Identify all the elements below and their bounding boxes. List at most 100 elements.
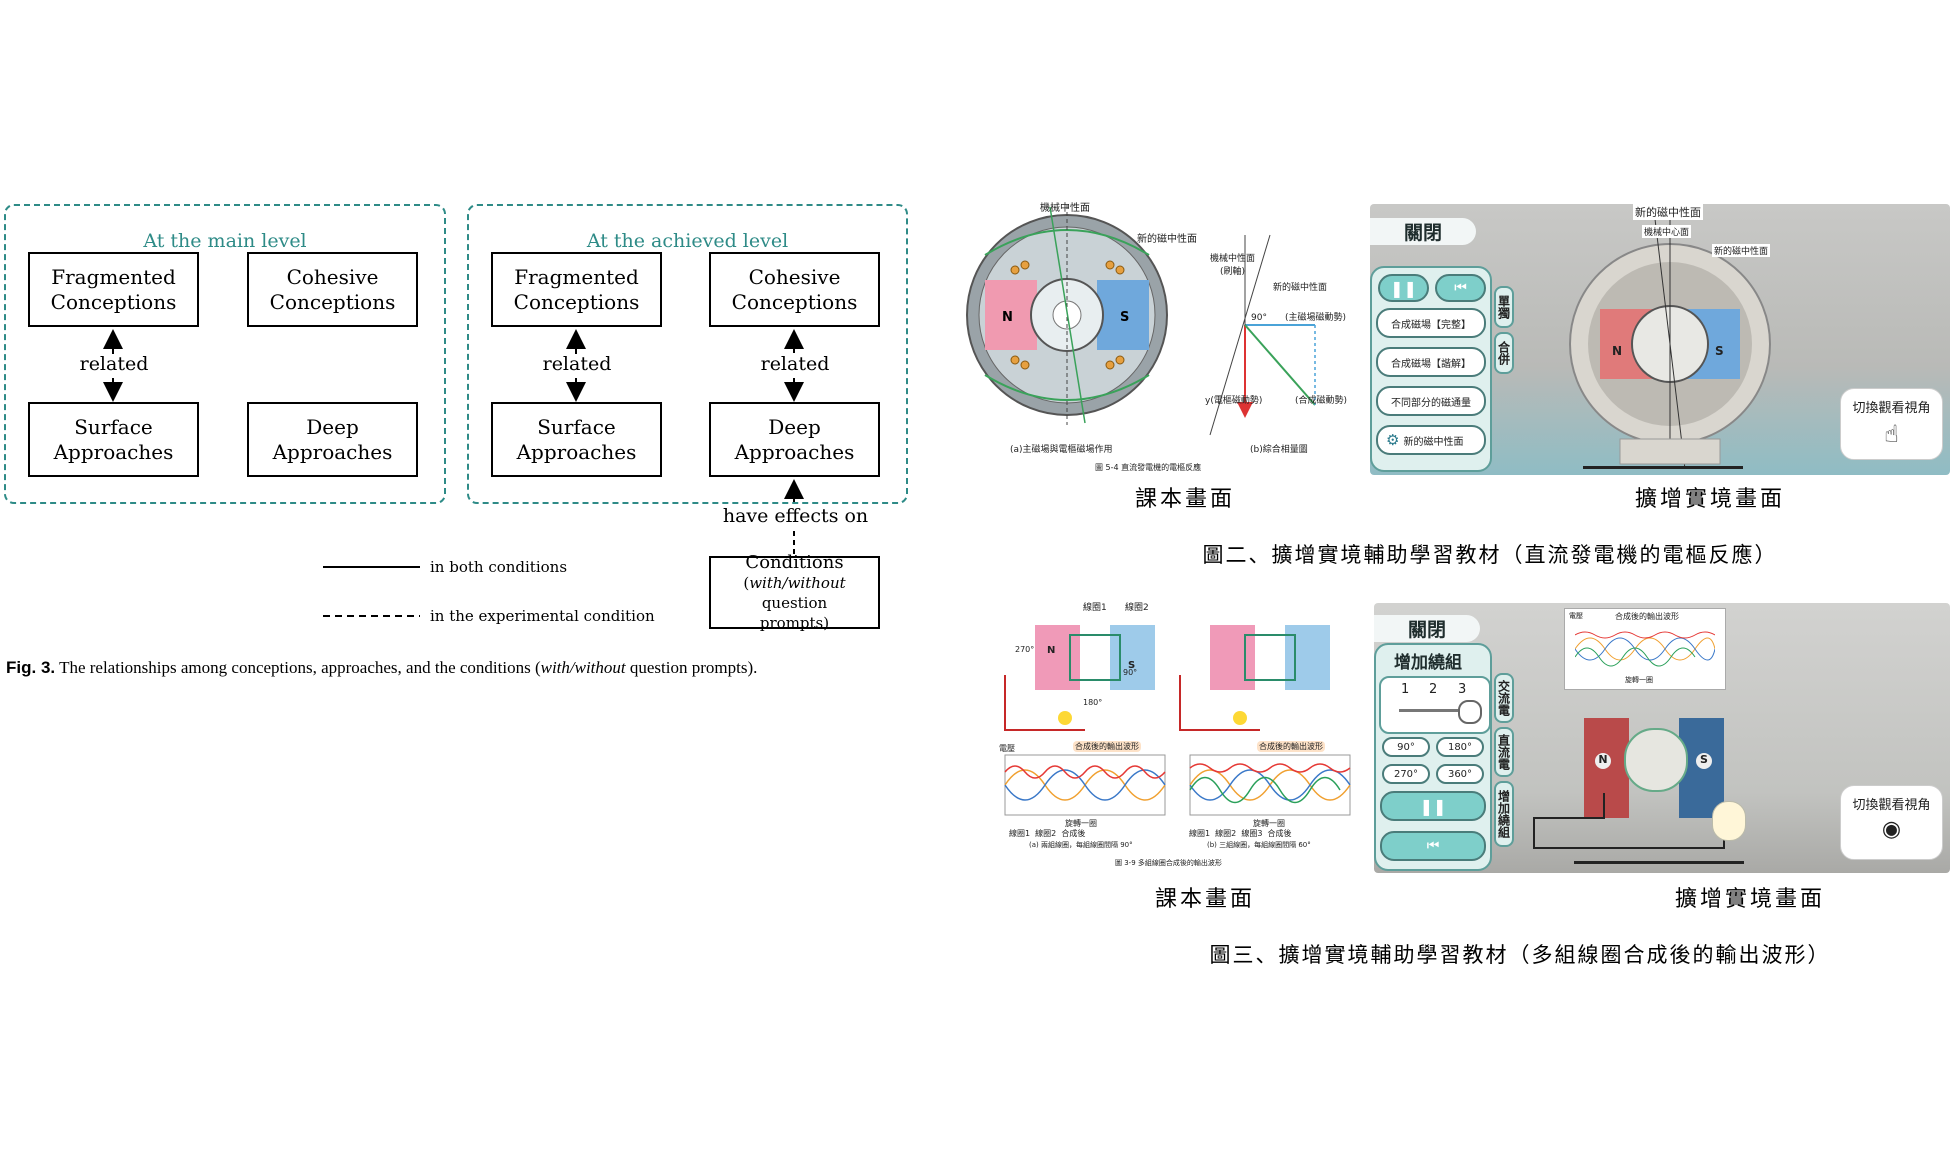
ar-generator-model <box>1569 214 1771 470</box>
textbook-new-plane-label: 新的磁中性面 <box>1137 234 1197 245</box>
coil1-label: 線圈1 <box>1083 603 1107 613</box>
angle-360-button[interactable]: 360° <box>1436 764 1484 784</box>
phasor-angle-label: 90° <box>1251 313 1267 323</box>
ar-tab-single[interactable]: 單獨 <box>1494 286 1514 328</box>
ar3-rewind-button[interactable]: ⏮ <box>1380 831 1486 861</box>
board-axis-label: 電壓 <box>1569 612 1583 620</box>
angle-180-button[interactable]: 180° <box>1436 737 1484 757</box>
camera-icon: ◉ <box>1881 817 1902 842</box>
figure3-textbook-image: 線圈1 線圈2 N S 90° 180° 270° 電壓 合成後的輸出波形 合成… <box>995 600 1370 875</box>
legend-b: 線圈1 線圈2 線圈3 合成後 <box>1189 829 1292 838</box>
angle-270-label: 270° <box>1015 645 1035 654</box>
legend-dashed-label: in the experimental condition <box>430 607 655 625</box>
pause-icon: ❚❚ <box>1419 796 1447 816</box>
ar-composite-partial-button[interactable]: 合成磁場【諧解】 <box>1376 347 1486 377</box>
textbook-top-label: 機械中性面 <box>1040 203 1090 214</box>
angle-90-label: 90° <box>1123 668 1138 677</box>
ar-view-switch-button[interactable]: 切換觀看視角 ☝ <box>1840 388 1943 460</box>
ar-close-button[interactable]: 關閉 <box>1370 218 1476 245</box>
ar-pole-n-label: N <box>1595 753 1611 769</box>
ar3-tab-add[interactable]: 增加繞組 <box>1494 781 1514 847</box>
board-title: 合成後的輸出波形 <box>1615 612 1679 621</box>
achieved-related-right-label: related <box>745 353 845 375</box>
slider-label-3: 3 <box>1458 682 1467 697</box>
ar-tab-combined[interactable]: 合併 <box>1494 332 1514 374</box>
winding-slider-handle[interactable] <box>1458 700 1482 724</box>
diagram-arrows <box>103 329 804 617</box>
rotation-label-b: 旋轉一圈 <box>1253 819 1285 828</box>
rewind-icon: ⏮ <box>1426 838 1440 854</box>
ar-pole-s-label: S <box>1696 753 1712 769</box>
textbook-sub-b: (b)綜合相量圖 <box>1250 445 1308 455</box>
ar-home-bar-3 <box>1574 861 1744 864</box>
ar-pause-button[interactable]: ❚❚ <box>1378 274 1429 302</box>
rewind-icon: ⏮ <box>1454 280 1467 296</box>
slider-label-1: 1 <box>1401 682 1410 697</box>
main-level-panel: At the main level <box>4 204 446 504</box>
hand-pointer-icon: ☝ <box>1884 420 1899 448</box>
ar-new-plane-label: 新的磁中性面 <box>1712 244 1771 257</box>
achieved-surface-approaches-box: Surface Approaches <box>491 402 662 477</box>
angle-90-button[interactable]: 90° <box>1382 737 1430 757</box>
figure3-textbook-label: 課本畫面 <box>1154 887 1255 912</box>
conditions-subtitle-end: prompts) <box>759 613 830 632</box>
multi-coil-illustration <box>1004 625 1351 816</box>
ar3-tab-dc[interactable]: 直流電 <box>1494 727 1514 777</box>
ar3-tab-ac[interactable]: 交流電 <box>1494 673 1514 723</box>
achieved-cohesive-conceptions-box: Cohesive Conceptions <box>709 252 880 327</box>
ar-rewind-button[interactable]: ⏮ <box>1435 274 1486 302</box>
main-level-title: At the main level <box>143 230 307 252</box>
legend-a: 線圈1 線圈2 合成後 <box>1009 829 1086 838</box>
sub-a: (a) 兩組線圈，每組線圈間隔 90° <box>1029 841 1133 849</box>
achieved-level-panel: At the achieved level <box>467 204 908 504</box>
ar-flux-button[interactable]: 不同部分的磁通量 <box>1376 386 1486 416</box>
waveform-label-b: 合成後的輸出波形 <box>1257 741 1325 752</box>
angle-270-button[interactable]: 270° <box>1382 764 1430 784</box>
ar-composite-full-button[interactable]: 合成磁場【完整】 <box>1376 308 1486 338</box>
voltage-label: 電壓 <box>999 744 1015 753</box>
phasor-new-plane-label: 新的磁中性面 <box>1273 283 1328 293</box>
angle-180-label: 180° <box>1083 698 1103 707</box>
main-fragmented-conceptions-box: Fragmented Conceptions <box>28 252 199 327</box>
main-related-label: related <box>64 353 164 375</box>
board-rotation-label: 旋轉一圈 <box>1625 676 1653 684</box>
figure2-ar-label: 擴增實境畫面 <box>1634 487 1785 512</box>
ar-new-plane-button[interactable]: ⚙ 新的磁中性面 <box>1376 425 1486 455</box>
figure2-textbook-image: N S 機械中性面 新的磁中性面 機械中性面 (刷軸) 新的磁中性面 (主磁場磁… <box>955 195 1360 480</box>
figure2-textbook-label: 課本畫面 <box>1134 487 1235 512</box>
ar3-view-switch-label: 切換觀看視角 <box>1852 798 1931 813</box>
ar-center-label: 機械中心面 <box>1642 225 1692 238</box>
textbook-sub-a: (a)主磁場與電樞磁場作用 <box>1010 445 1113 455</box>
phasor-main-label: (主磁場磁動勢) <box>1285 313 1347 323</box>
achieved-deep-approaches-box: Deep Approaches <box>709 402 880 477</box>
figure2-ar-screenshot: N S 新的磁中性面 機械中心面 新的磁中性面 關閉 ❚❚ ⏮ 合成磁場【完整】… <box>1370 204 1950 475</box>
ar-lightbulb <box>1712 801 1746 841</box>
rotation-label-a: 旋轉一圈 <box>1065 819 1097 828</box>
ar-rotor <box>1624 728 1688 792</box>
ar-circuit-wire <box>1533 793 1725 849</box>
ar3-pause-button[interactable]: ❚❚ <box>1380 791 1486 821</box>
achieved-level-title: At the achieved level <box>586 230 789 252</box>
winding-slider-track[interactable] <box>1399 709 1464 712</box>
waveform-board: 電壓 合成後的輸出波形 旋轉一圈 <box>1564 608 1726 690</box>
ar-pole-n: N <box>1612 344 1623 358</box>
sub-b: (b) 三組線圈，每組線圈間隔 60° <box>1207 841 1311 849</box>
achieved-related-left-label: related <box>527 353 627 375</box>
phasor-armature-label: y(電樞磁動勢) <box>1205 396 1263 406</box>
ar-top-label: 新的磁中性面 <box>1633 204 1703 220</box>
main-deep-approaches-box: Deep Approaches <box>247 402 418 477</box>
waveform-label-a: 合成後的輸出波形 <box>1073 741 1141 752</box>
fig-no-3: 圖 3-9 多組線圈合成後的輸出波形 <box>1115 859 1222 867</box>
phasor-combined-label: (合成磁動勢) <box>1295 396 1348 406</box>
pole-n-left: N <box>1047 645 1056 656</box>
conditions-subtitle: (with/without question <box>743 573 846 612</box>
ar-new-plane-button-label: 新的磁中性面 <box>1403 436 1464 448</box>
coil2-label: 線圈2 <box>1125 603 1149 613</box>
gear-icon: ⚙ <box>1386 431 1400 449</box>
svg-text:S: S <box>1120 310 1129 325</box>
ar3-view-switch-button[interactable]: 切換觀看視角 ◉ <box>1840 785 1943 860</box>
main-surface-approaches-box: Surface Approaches <box>28 402 199 477</box>
pole-s-left: S <box>1128 660 1136 671</box>
conditions-title: Conditions <box>745 551 844 573</box>
ar3-close-button[interactable]: 關閉 <box>1374 615 1480 642</box>
